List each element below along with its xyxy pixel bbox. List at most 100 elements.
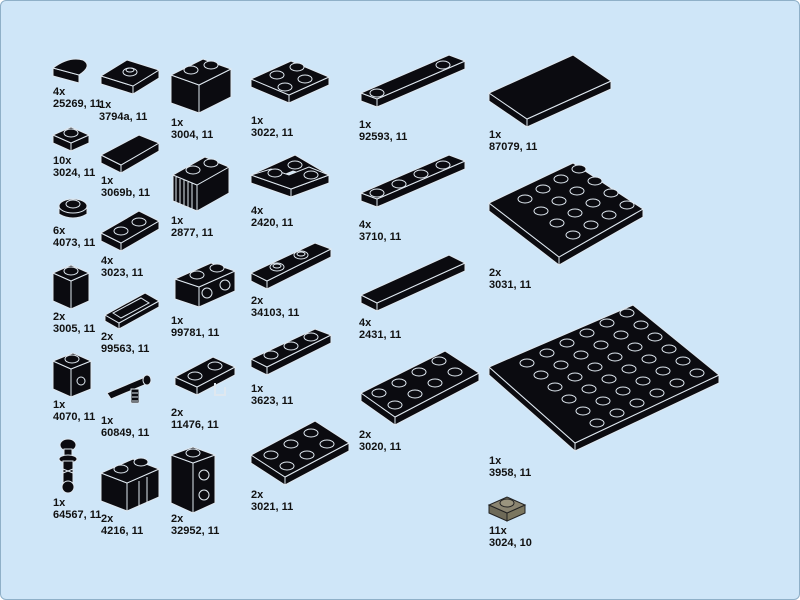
stud	[655, 366, 671, 376]
stud	[689, 368, 705, 378]
stud	[647, 332, 663, 342]
plate-1x1-icon	[51, 126, 91, 152]
stud	[641, 354, 657, 364]
part-qty: 1x	[171, 117, 184, 129]
stud	[595, 396, 611, 406]
part-id: 2431, 11	[359, 329, 402, 341]
part-id: 64567, 11	[53, 509, 102, 521]
stud	[571, 164, 587, 174]
ingot-icon	[103, 292, 161, 330]
stud	[581, 384, 597, 394]
stud	[533, 370, 549, 380]
plate-1x3-icon	[249, 328, 333, 376]
stud	[575, 406, 591, 416]
stud	[621, 364, 637, 374]
plate-1x1-icon	[487, 496, 527, 522]
part-qty: 1x	[101, 175, 114, 187]
tile-1x4-icon	[359, 254, 467, 312]
tile-1x2-icon	[99, 134, 161, 174]
part-qty: 2x	[101, 331, 114, 343]
stud	[619, 200, 635, 210]
stud	[567, 372, 583, 382]
part-id: 11476, 11	[171, 419, 219, 431]
part-qty: 1x	[171, 315, 184, 327]
part-qty: 2x	[251, 489, 264, 501]
stud	[627, 342, 643, 352]
part-id: 3710, 11	[359, 231, 402, 243]
brick-studs-side-icon	[169, 446, 217, 514]
stud	[635, 376, 651, 386]
stud	[619, 308, 635, 318]
grille-brick-icon	[171, 156, 231, 212]
plate-1x4-icon	[359, 154, 467, 208]
stud	[587, 176, 603, 186]
stud	[675, 356, 691, 366]
part-qty: 1x	[101, 415, 114, 427]
stud	[585, 198, 601, 208]
part-id: 3794a, 11	[99, 111, 148, 123]
stud	[547, 382, 563, 392]
corner-plate-icon	[249, 154, 331, 198]
part-id: 3623, 11	[251, 395, 294, 407]
part-qty: 1x	[489, 129, 502, 141]
stud	[565, 230, 581, 240]
part-id: 2877, 11	[171, 227, 214, 239]
stud	[661, 344, 677, 354]
stud	[579, 328, 595, 338]
stud	[583, 220, 599, 230]
plate-6x6-icon	[488, 304, 720, 453]
stud	[533, 206, 549, 216]
part-id: 25269, 11	[53, 98, 102, 110]
stud	[589, 418, 605, 428]
part-qty: 1x	[53, 497, 66, 509]
stud	[603, 188, 619, 198]
stud	[553, 360, 569, 370]
stud	[539, 348, 555, 358]
plate-4x4-icon	[488, 162, 644, 267]
stud	[561, 394, 577, 404]
part-qty: 1x	[99, 99, 112, 111]
part-qty: 4x	[251, 205, 264, 217]
part-qty: 2x	[101, 513, 114, 525]
part-id: 2420, 11	[251, 217, 294, 229]
lightsaber-hilt-icon	[58, 438, 78, 494]
headlight-brick-icon	[51, 352, 93, 398]
part-qty: 2x	[251, 295, 264, 307]
part-id: 92593, 11	[359, 131, 408, 143]
part-id: 4070, 11	[53, 411, 96, 423]
brick-1x1-icon	[51, 264, 91, 310]
stud	[633, 320, 649, 330]
tile-2x4-icon	[487, 54, 613, 128]
stud	[549, 218, 565, 228]
stud	[613, 330, 629, 340]
part-qty: 2x	[171, 407, 184, 419]
part-qty: 1x	[359, 119, 372, 131]
stud	[573, 350, 589, 360]
stud	[553, 174, 569, 184]
part-id: 87079, 11	[489, 141, 538, 153]
part-qty: 1x	[171, 215, 184, 227]
part-qty: 6x	[53, 225, 66, 237]
stud	[629, 398, 645, 408]
hose-clip-icon	[106, 374, 152, 404]
part-id: 3069b, 11	[101, 187, 150, 199]
stud	[535, 184, 551, 194]
brick-1x2-icon	[169, 58, 233, 114]
part-id: 32952, 11	[171, 525, 220, 537]
